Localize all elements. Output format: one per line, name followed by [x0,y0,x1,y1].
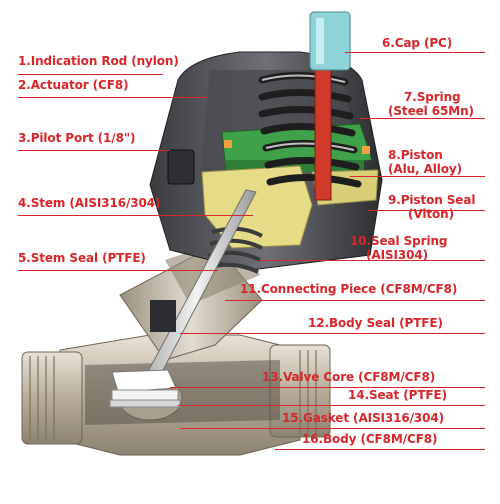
leader-line-12 [180,333,485,334]
leader-line-11 [225,300,485,301]
label-piston-seal-material: (Viton) [408,207,454,221]
label-spring-material: (Steel 65Mn) [388,104,474,118]
label-connecting-piece: 11.Connecting Piece (CF8M/CF8) [240,282,458,296]
cap [309,11,351,71]
label-indication-rod: 1.Indication Rod (nylon) [18,54,179,68]
label-piston-seal: 9.Piston Seal [388,193,476,207]
label-gasket: 15.Gasket (AISI316/304) [282,411,445,425]
indication-rod [314,59,332,201]
label-pilot-port: 3.Pilot Port (1/8") [18,131,136,145]
label-stem: 4.Stem (AISI316/304) [18,196,161,210]
leader-line-7 [360,118,485,119]
leader-line-4 [18,215,253,216]
leader-line-14 [178,405,485,406]
body-seal [150,300,176,332]
label-seat: 14.Seat (PTFE) [348,388,447,402]
leader-line-9 [368,210,485,211]
label-actuator: 2.Actuator (CF8) [18,78,129,92]
leader-line-10 [260,260,485,261]
label-spring: 7.Spring [404,90,461,104]
leader-line-16 [275,449,485,450]
label-seal-spring-material: (AISI304) [366,248,428,262]
leader-line-3 [18,150,170,151]
valve-core [109,369,181,408]
leader-line-5 [18,270,218,271]
leader-line-6 [345,52,485,53]
label-piston-material: (Alu, Alloy) [388,162,463,176]
label-cap: 6.Cap (PC) [382,36,453,50]
label-body-seal: 12.Body Seal (PTFE) [308,316,443,330]
leader-line-15 [180,428,485,429]
label-valve-core: 13.Valve Core (CF8M/CF8) [262,370,436,384]
leader-line-2 [18,97,208,98]
leader-line-1 [18,74,163,75]
leader-line-13 [170,387,485,388]
label-body: 16.Body (CF8M/CF8) [302,432,438,446]
label-stem-seal: 5.Stem Seal (PTFE) [18,251,146,265]
label-seal-spring: 10.Seal Spring [350,234,448,248]
label-piston: 8.Piston [388,148,443,162]
leader-line-8 [350,176,485,177]
